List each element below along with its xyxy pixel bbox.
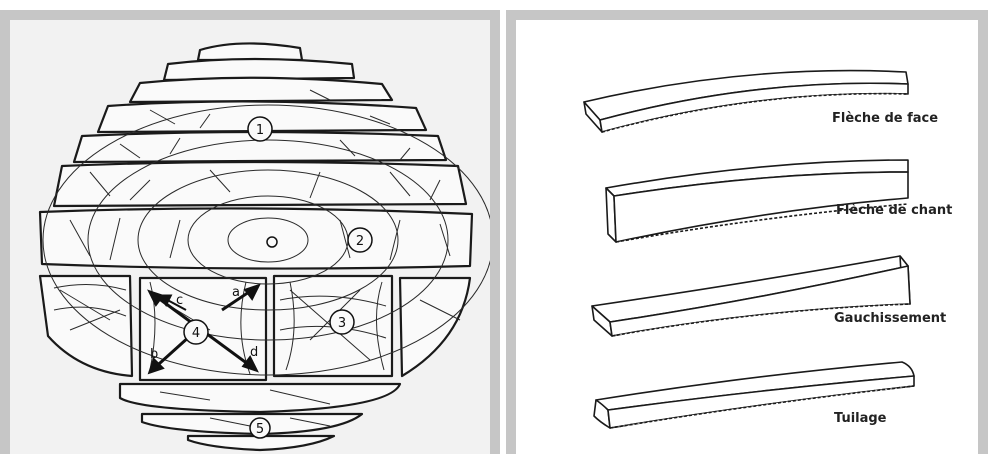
label-letter-d: d: [250, 345, 258, 360]
board-top-3: [128, 76, 394, 104]
label-fleche-de-chant: Flèche de chant: [836, 203, 952, 218]
block-left: [38, 274, 134, 378]
board-center: [38, 207, 474, 270]
log-cut-diagram: 1 2 3 4 5 a b c d: [38, 42, 490, 452]
board-fleche-de-face: [583, 69, 909, 133]
label-letter-c: c: [176, 293, 183, 308]
board-bottom-3: [186, 434, 336, 452]
board-top-6: [52, 160, 468, 208]
block-right: [398, 276, 472, 378]
label-number-4: 4: [192, 326, 200, 341]
label-number-1: 1: [256, 123, 264, 138]
label-fleche-de-face: Flèche de face: [832, 111, 938, 126]
board-bottom-1: [118, 382, 402, 414]
board-top-1: [196, 42, 304, 62]
wood-deformation-panel: Flèche de face Flèche de chant Gauchisse…: [506, 10, 988, 454]
wood-deformation-diagram: Flèche de face Flèche de chant Gauchisse…: [583, 69, 952, 429]
board-top-2: [162, 57, 356, 82]
circled-numbers: 1 2 3 4 5: [183, 116, 373, 439]
label-number-5: 5: [256, 422, 264, 437]
label-letter-b: b: [150, 347, 158, 362]
board-fleche-de-chant: [605, 159, 909, 243]
log-cut-diagram-panel: 1 2 3 4 5 a b c d: [0, 10, 500, 454]
pith-mark: [266, 236, 278, 248]
label-letter-a: a: [232, 285, 240, 300]
label-number-3: 3: [338, 316, 346, 331]
board-tuilage: [593, 361, 915, 429]
growth-rings: [42, 89, 490, 427]
label-gauchissement: Gauchissement: [834, 311, 946, 326]
arrow-letters: a b c d: [150, 285, 258, 362]
label-tuilage: Tuilage: [834, 411, 887, 426]
board-gauchissement: [591, 255, 911, 337]
label-number-2: 2: [356, 234, 364, 249]
